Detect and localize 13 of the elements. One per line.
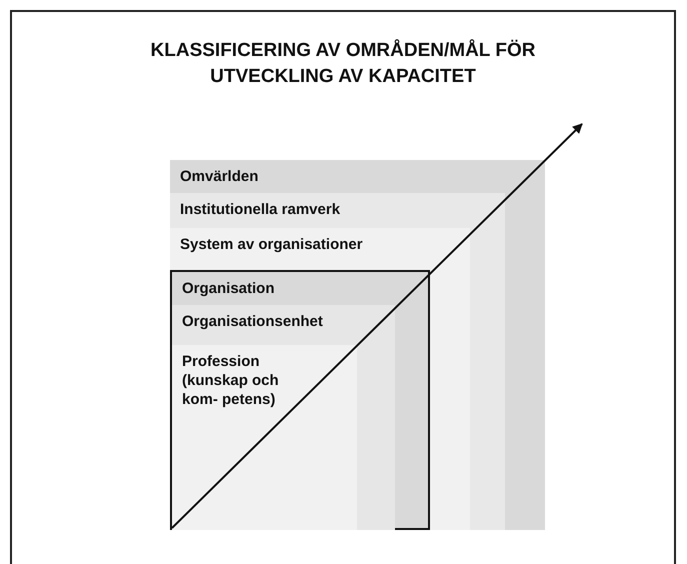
level-band bbox=[172, 305, 395, 530]
level-band bbox=[172, 345, 357, 530]
diagram-title: KLASSIFICERING AV OMRÅDEN/MÅL FÖR UTVECKLING AV KAPACITET bbox=[150, 38, 536, 89]
level-band bbox=[170, 228, 470, 530]
level-label: Omvärlden bbox=[179, 167, 260, 186]
organisation-box bbox=[170, 270, 430, 530]
level-label: Organisation bbox=[181, 279, 276, 298]
level-label: Organisationsenhet bbox=[181, 312, 324, 331]
level-label: Profession (kunskap och kom- petens) bbox=[181, 352, 280, 409]
level-band bbox=[170, 193, 505, 530]
level-label: Institutionella ramverk bbox=[179, 200, 342, 219]
level-band bbox=[170, 160, 545, 530]
level-label: System av organisationer bbox=[179, 235, 364, 254]
